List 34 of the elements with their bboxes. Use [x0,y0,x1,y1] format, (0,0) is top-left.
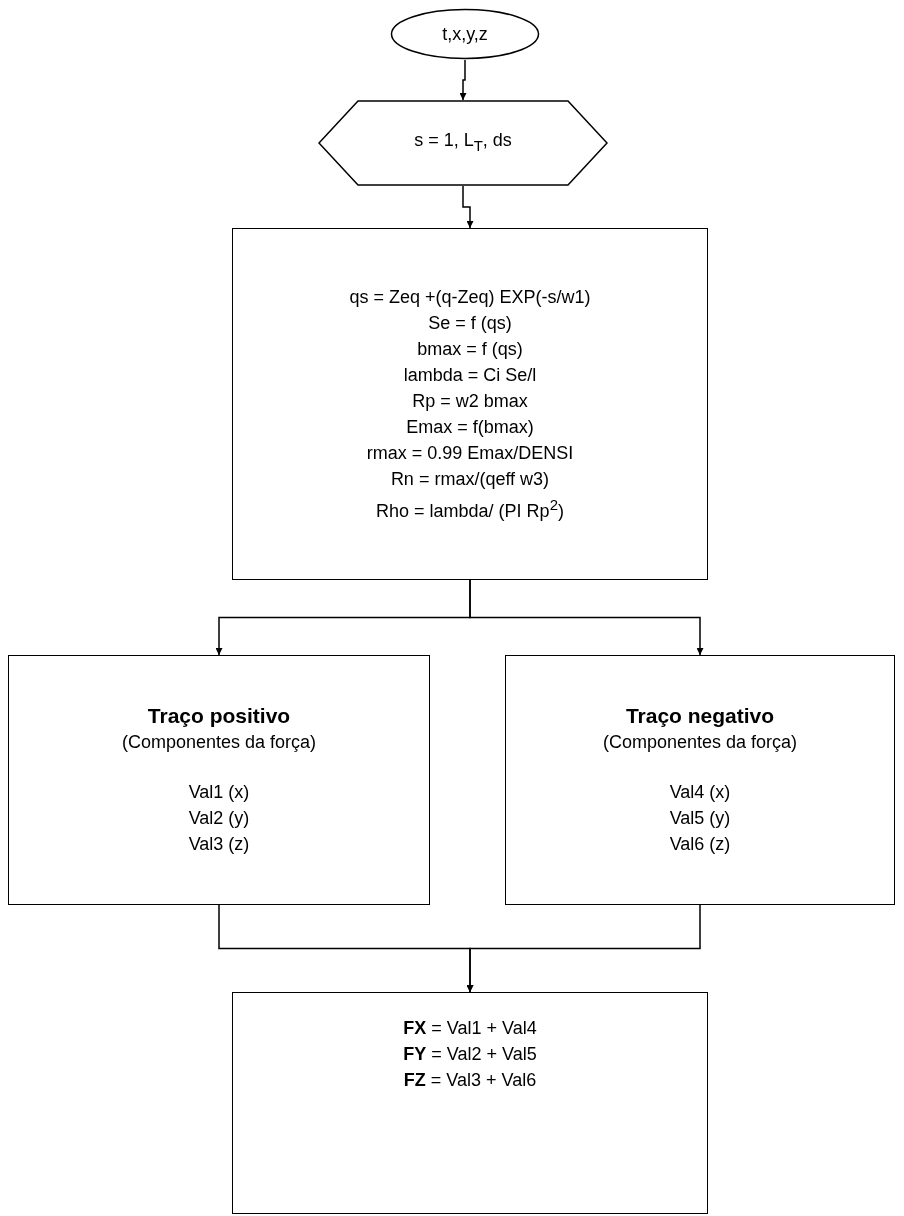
formula: Emax = f(bmax) [406,416,534,439]
label-text: Val5 (y) [669,807,731,830]
label-text: (Componentes da força) [602,731,798,754]
formula: FY = Val2 + Val5 [403,1043,537,1066]
formula: FZ = Val3 + Val6 [403,1069,537,1092]
formula: Se = f (qs) [428,312,512,335]
arrow [466,904,701,993]
label-text: (Componentes da força) [121,731,317,754]
loop-range: s = 1, L$_{T}$, ds [414,129,512,156]
process-box [505,655,895,905]
formula: Rp = w2 bmax [412,390,528,413]
formula: qs = Zeq +(q-Zeq) EXP(-s/w1) [349,286,591,309]
formula: bmax = f (qs) [417,338,523,361]
arrow [459,59,467,101]
label-text: Val4 (x) [669,781,731,804]
variable-list: t,x,y,z [442,21,488,47]
arrow [469,579,704,656]
loop-hexagon [318,100,608,186]
heading: Traço negativo [625,703,775,729]
process-box [232,228,708,580]
process-box [232,992,708,1214]
formula: FX = Val1 + Val4 [403,1017,537,1040]
start-oval [390,8,540,60]
formula: Rho = lambda/ (PI Rp$^{2}$) [376,495,564,523]
label-text: Val1 (x) [188,781,250,804]
process-box [8,655,430,905]
heading: Traço positivo [147,703,291,729]
arrow [462,185,474,229]
formula: Rn = rmax/(qeff w3) [390,468,550,491]
formula: lambda = Ci Se/l [403,364,537,387]
label-text: Val2 (y) [188,807,250,830]
formula: rmax = 0.99 Emax/DENSI [366,442,574,465]
label-text: Val3 (z) [188,833,250,856]
label-text: Val6 (z) [669,833,731,856]
